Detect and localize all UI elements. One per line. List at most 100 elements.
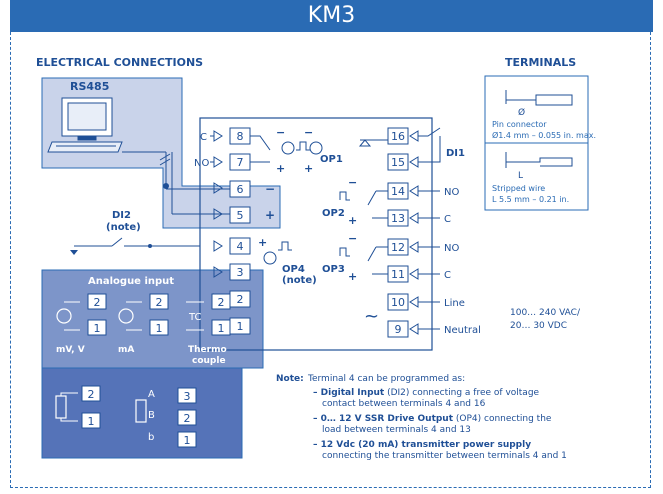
svg-text:14: 14 xyxy=(391,185,405,198)
analog-mv-terminal-2 xyxy=(87,293,107,310)
svg-text:+: + xyxy=(348,270,357,283)
svg-text:+: + xyxy=(265,208,275,222)
svg-text:−: − xyxy=(348,176,357,189)
note-block: Note: Terminal 4 can be programmed as: –… xyxy=(276,374,567,461)
svg-text:12: 12 xyxy=(391,241,405,254)
svg-text:C: C xyxy=(444,270,451,281)
svg-text:couple: couple xyxy=(192,356,226,366)
terminal-3 xyxy=(229,263,251,281)
svg-text:NO: NO xyxy=(444,187,459,198)
svg-text:L: L xyxy=(518,171,523,181)
rtd-pt100-terminal-1 xyxy=(177,431,197,448)
svg-text:NO: NO xyxy=(444,243,459,254)
terminal-9 xyxy=(387,320,409,338)
analog-ma-terminal-2 xyxy=(149,293,169,310)
svg-text:mV, V: mV, V xyxy=(56,345,85,355)
svg-text:Ø1.4 mm – 0.055 in. max.: Ø1.4 mm – 0.055 in. max. xyxy=(492,130,596,140)
pin-connector-icon xyxy=(505,90,573,106)
svg-text:L 5.5 mm – 0.21 in.: L 5.5 mm – 0.21 in. xyxy=(492,195,569,204)
svg-text:9: 9 xyxy=(395,323,402,336)
title-bar: KM3 xyxy=(10,0,653,32)
terminal-6 xyxy=(229,180,251,198)
svg-text:3: 3 xyxy=(237,266,244,279)
analog-ma-terminal-1 xyxy=(149,319,169,336)
svg-text:Note:: Note: xyxy=(276,374,304,384)
analog-tc-terminal-2 xyxy=(211,293,231,310)
svg-text:(note): (note) xyxy=(282,275,317,286)
svg-text:−: − xyxy=(348,232,357,245)
power-range-dc: 20… 30 VDC xyxy=(510,321,567,331)
svg-text:B: B xyxy=(148,410,155,421)
svg-text:1: 1 xyxy=(88,415,95,428)
svg-text:1: 1 xyxy=(94,322,101,335)
power-range-ac: 100… 240 VAC/ xyxy=(510,308,581,318)
svg-text:OP3: OP3 xyxy=(322,264,345,275)
svg-text:NO: NO xyxy=(194,158,209,169)
svg-text:Pin connector: Pin connector xyxy=(492,120,547,129)
rtd-pt100-terminal-3 xyxy=(177,387,197,404)
terminal-strip-right: 16 15 14 13 12 11 10 9 xyxy=(387,127,409,338)
svg-text:connecting the transmitter bet: connecting the transmitter between termi… xyxy=(322,451,567,461)
svg-text:2: 2 xyxy=(156,296,163,309)
svg-text:3: 3 xyxy=(184,390,191,403)
svg-text:1: 1 xyxy=(237,320,244,333)
svg-text:16: 16 xyxy=(391,130,405,143)
svg-text:2: 2 xyxy=(218,296,225,309)
svg-text:6: 6 xyxy=(237,183,244,196)
svg-text:C: C xyxy=(200,132,207,143)
svg-text:– 12 Vdc (20 mA) transmitter p: – 12 Vdc (20 mA) transmitter power suppl… xyxy=(313,440,531,450)
svg-text:A: A xyxy=(148,389,155,400)
svg-text:10: 10 xyxy=(391,296,405,309)
computer-icon xyxy=(47,97,123,153)
terminal-16 xyxy=(387,127,409,145)
diagram-frame xyxy=(10,32,651,488)
terminal-4 xyxy=(229,237,251,255)
analog-mv-terminal-1 xyxy=(87,319,107,336)
svg-text:TC: TC xyxy=(188,312,202,323)
svg-text:Pt1000: Pt1000 xyxy=(56,465,92,475)
svg-text:Terminal 4 can be programmed a: Terminal 4 can be programmed as: xyxy=(307,374,465,384)
svg-text:DI1: DI1 xyxy=(446,148,465,159)
svg-text:OP1: OP1 xyxy=(320,154,343,165)
svg-text:load between terminals 4 and 1: load between terminals 4 and 13 xyxy=(322,425,471,435)
svg-text:+: + xyxy=(348,214,357,227)
electrical-heading: ELECTRICAL CONNECTIONS xyxy=(36,56,203,69)
svg-text:15: 15 xyxy=(391,156,405,169)
page-title: KM3 xyxy=(307,3,356,28)
svg-text:1: 1 xyxy=(156,322,163,335)
terminal-5 xyxy=(229,206,251,224)
svg-text:1: 1 xyxy=(218,322,225,335)
svg-text:−: − xyxy=(276,126,285,139)
svg-text:2: 2 xyxy=(88,388,95,401)
rtd-pt1000-terminal-2 xyxy=(81,385,101,402)
rs485-label: RS485 xyxy=(70,80,109,93)
di2-label: DI2 xyxy=(112,210,131,221)
svg-text:mA: mA xyxy=(118,345,134,355)
analogue-title: Analogue input xyxy=(88,276,174,287)
svg-text:Ø: Ø xyxy=(518,107,525,118)
analog-tc-terminal-1 xyxy=(211,319,231,336)
svg-text:Neutral: Neutral xyxy=(444,325,481,336)
svg-text:11: 11 xyxy=(391,268,405,281)
svg-text:7: 7 xyxy=(237,156,244,169)
rtd-pt100-terminal-2 xyxy=(177,409,197,426)
svg-text:OP4: OP4 xyxy=(282,264,305,275)
svg-text:Pt100: Pt100 xyxy=(148,465,178,475)
svg-text:C: C xyxy=(444,214,451,225)
svg-text:2: 2 xyxy=(237,293,244,306)
terminal-10 xyxy=(387,293,409,311)
terminal-15 xyxy=(387,153,409,171)
rtd-pt1000-terminal-1 xyxy=(81,412,101,429)
svg-text:OP2: OP2 xyxy=(322,208,345,219)
svg-text:8: 8 xyxy=(237,130,244,143)
svg-text:– 0… 12 V SSR Drive Output (OP: – 0… 12 V SSR Drive Output (OP4) connect… xyxy=(313,414,552,424)
stripped-wire-icon xyxy=(505,152,573,168)
svg-text:b: b xyxy=(148,432,154,443)
instrument-body xyxy=(199,117,433,351)
svg-text:1: 1 xyxy=(184,434,191,447)
svg-text:contact between terminals 4 an: contact between terminals 4 and 16 xyxy=(322,399,486,409)
svg-text:5: 5 xyxy=(237,209,244,222)
svg-text:Line: Line xyxy=(444,298,465,309)
svg-text:(note): (note) xyxy=(106,222,141,233)
